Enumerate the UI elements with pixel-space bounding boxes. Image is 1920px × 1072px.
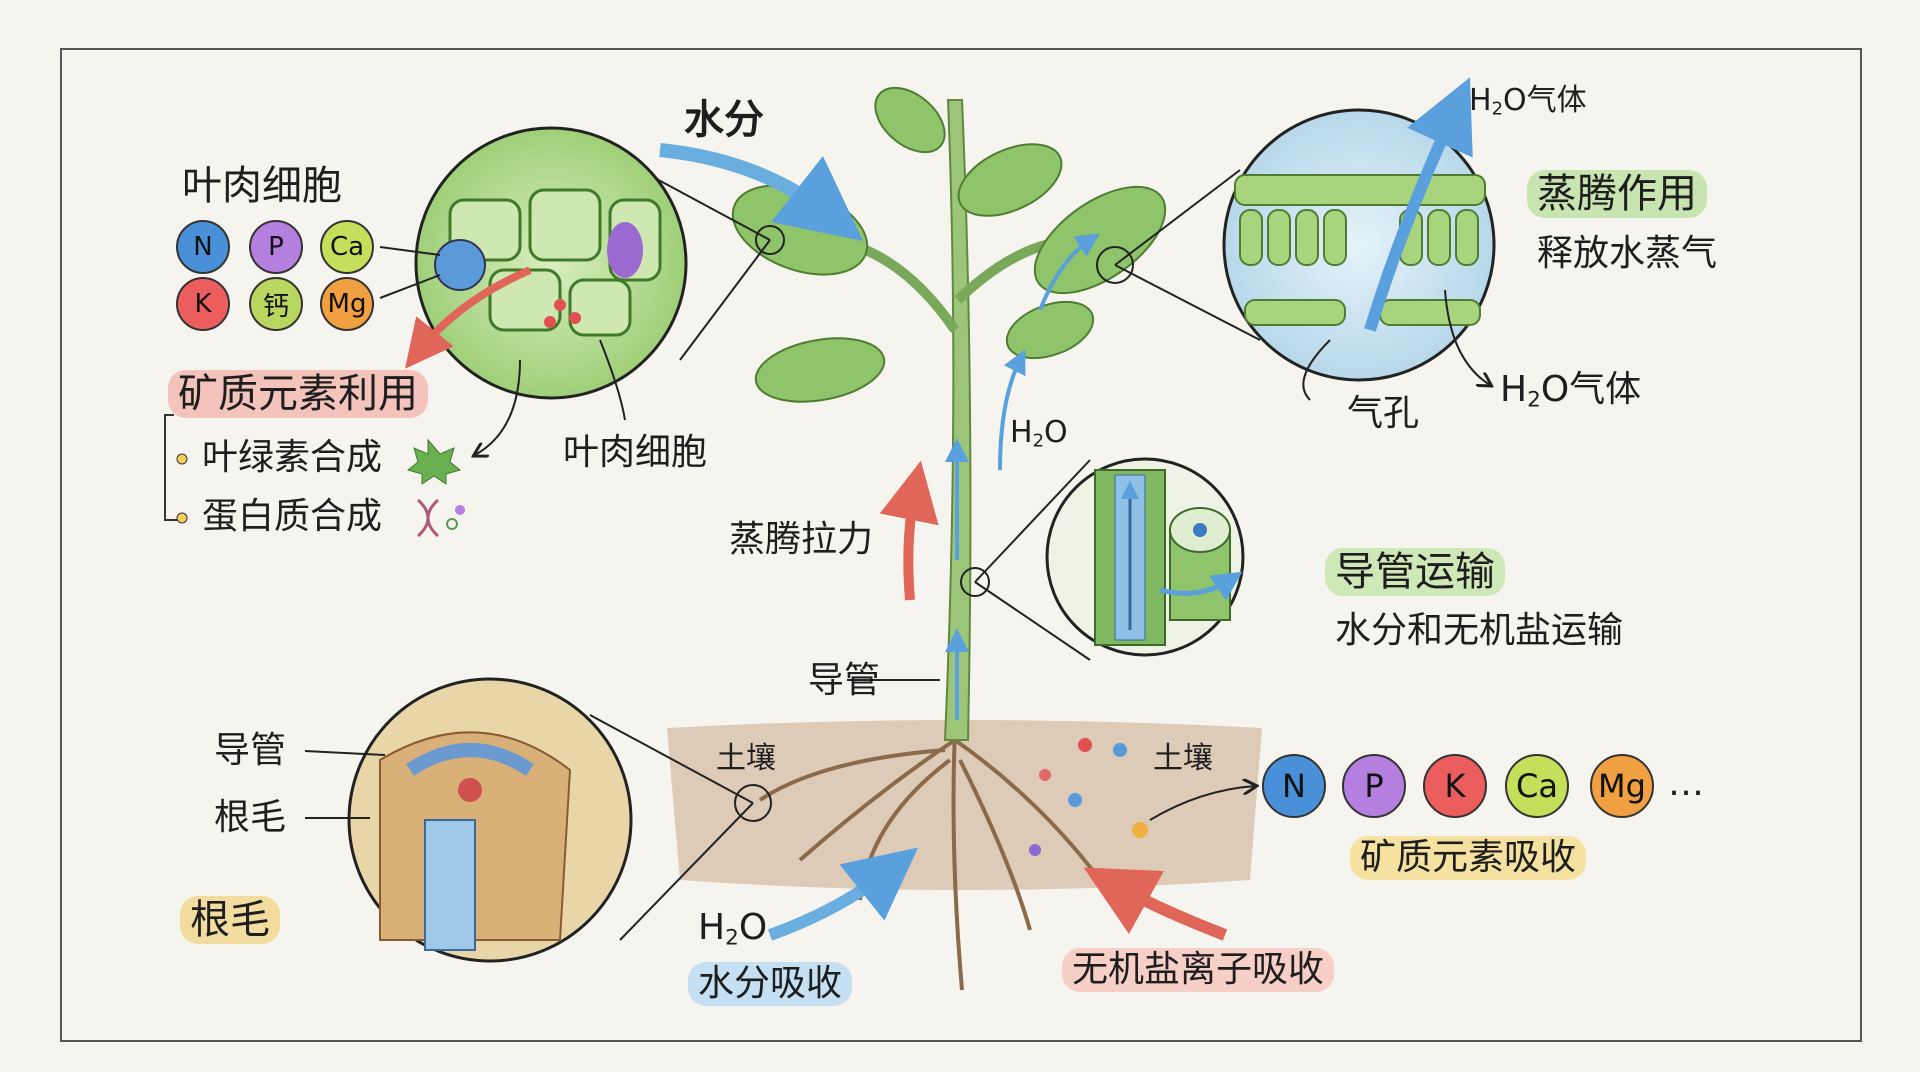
- h2o-gas-bottom: H2O气体: [1500, 369, 1642, 413]
- water-label: 水分: [684, 97, 764, 143]
- soil-label-left: 土壤: [716, 741, 776, 776]
- leaf-cross-section-magnifier: [1222, 108, 1496, 382]
- water-absorb-arrow: [767, 847, 919, 941]
- bottom-h2o-label: H2O: [698, 907, 768, 951]
- element-n: N: [176, 220, 230, 274]
- mineral-mg: Mg: [1590, 754, 1654, 818]
- leaf-cell-label: 叶肉细胞: [563, 432, 708, 473]
- mineral-absorption-label: 矿质元素吸收: [1350, 836, 1587, 880]
- leaf-cell-title: 叶肉细胞: [182, 163, 342, 209]
- stem-vessel-label: 导管: [808, 660, 881, 701]
- mineral-p: P: [1342, 754, 1406, 818]
- water-absorption-label: 水分吸收: [688, 962, 853, 1006]
- chlorophyll-synthesis: 叶绿素合成: [202, 437, 383, 478]
- vessel-transport-subtitle: 水分和无机盐运输: [1335, 610, 1624, 651]
- roots: [758, 729, 1102, 991]
- ion-absorption-label: 无机盐离子吸收: [1062, 948, 1335, 992]
- transpiration-subtitle: 释放水蒸气: [1537, 233, 1718, 274]
- dna-icon: [416, 498, 440, 538]
- ion-absorb-arrow: [1083, 867, 1228, 941]
- element-p: P: [249, 220, 303, 274]
- root-vessel-label: 导管: [214, 730, 287, 771]
- transpiration-pull-arrow: [879, 460, 939, 601]
- leaf-icon: [406, 438, 462, 485]
- soil-label-right: 土壤: [1153, 741, 1213, 776]
- frame-border: [60, 48, 1862, 1042]
- h2o-gas-top: H2O气体: [1469, 83, 1587, 120]
- stoma-label: 气孔: [1347, 393, 1420, 434]
- protein-synthesis: 蛋白质合成: [202, 496, 383, 537]
- element-calcium: 钙: [249, 277, 303, 331]
- water-arrow: [659, 143, 864, 241]
- root-hair-label: 根毛: [214, 797, 287, 838]
- mineral-n: N: [1262, 754, 1326, 818]
- mineral-ca: Ca: [1505, 754, 1569, 818]
- mineral-utilization-title: 矿质元素利用: [168, 370, 428, 418]
- element-k: K: [176, 277, 230, 331]
- root-hair-title: 根毛: [180, 896, 280, 944]
- element-mg: Mg: [320, 277, 374, 331]
- element-ca: Ca: [320, 220, 374, 274]
- transpiration-title: 蒸腾作用: [1527, 170, 1707, 218]
- transpiration-pull-label: 蒸腾拉力: [729, 519, 874, 560]
- stem-h2o-label: H2O: [1010, 415, 1068, 452]
- mineral-k: K: [1423, 754, 1487, 818]
- vessel-transport-title: 导管运输: [1325, 548, 1505, 596]
- stem: [943, 99, 972, 741]
- mineral-ellipsis: …: [1668, 763, 1704, 804]
